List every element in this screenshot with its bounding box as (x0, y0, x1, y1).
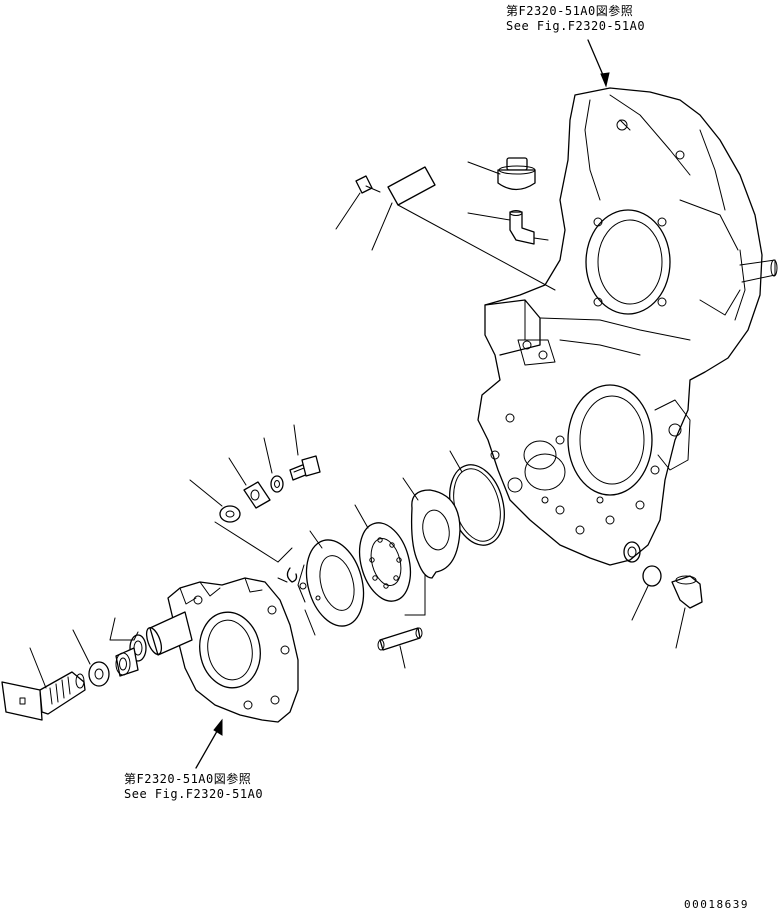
cover-bolt (335, 175, 381, 230)
breather-plug (467, 157, 536, 191)
cover-plate (371, 166, 556, 291)
dowel-pin (377, 614, 426, 669)
gasket-plate (402, 477, 461, 616)
drain-plug (671, 575, 703, 649)
reference-arrow-bottom (195, 718, 223, 769)
reference-note-top-en: See Fig.F2320-51A0 (506, 19, 646, 33)
elbow-fitting (467, 210, 549, 245)
lock-plate (228, 457, 271, 509)
transmission-housing (477, 87, 778, 566)
bearing-plate (354, 504, 412, 602)
spacer-ring (72, 629, 110, 687)
mounting-bolt (289, 424, 321, 481)
needle-bearing (109, 617, 147, 677)
drain-washer (631, 565, 662, 621)
reference-note-top-jp: 第F2320-51A0図参照 (506, 4, 634, 18)
seal-retainer (297, 530, 365, 636)
lock-washer (263, 437, 284, 493)
washer (189, 479, 293, 563)
reference-arrow-top (587, 39, 610, 88)
reference-note-bottom-jp: 第F2320-51A0図参照 (124, 772, 252, 786)
snap-ring (277, 567, 298, 583)
drawing-number: 00018639 (684, 898, 749, 911)
drive-shaft (1, 647, 86, 721)
pump-housing (145, 577, 299, 723)
reference-note-bottom-en: See Fig.F2320-51A0 (124, 787, 264, 801)
